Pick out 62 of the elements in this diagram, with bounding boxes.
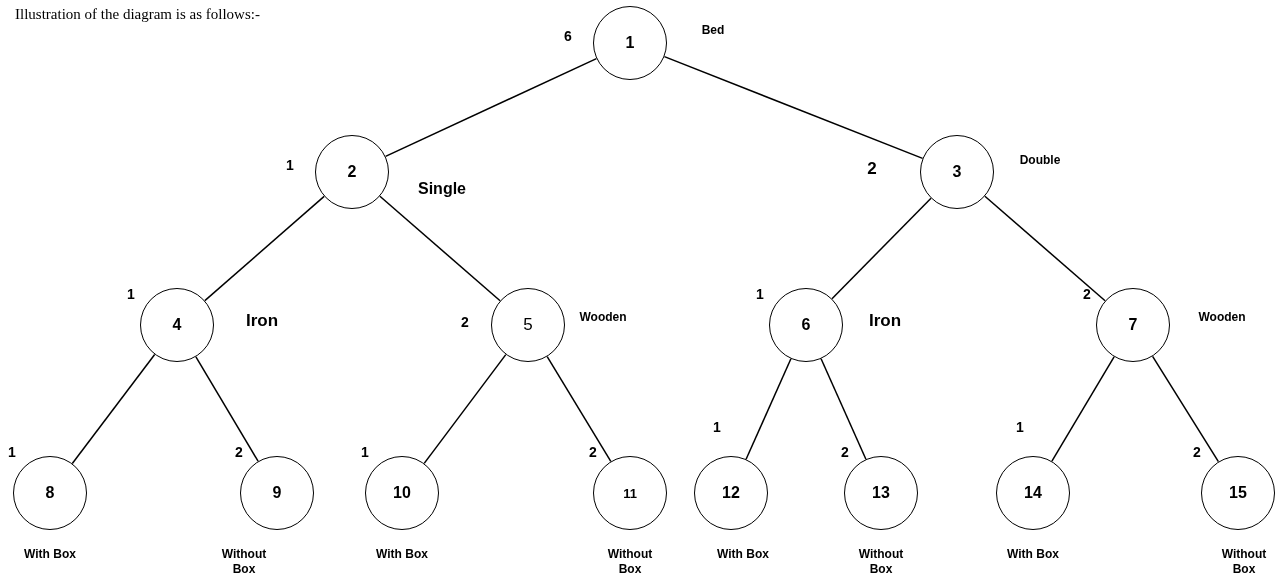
connector-line [831,197,932,300]
count-label: 1 [361,445,369,460]
count-label: 2 [867,161,877,176]
count-label: 1 [1016,420,1024,435]
connector-line [1051,356,1115,462]
node-label: Without Box [857,547,905,577]
connector-line [745,358,792,460]
node-number: 4 [172,316,182,334]
node-label: Wooden [1198,310,1246,325]
connector-line [663,55,924,160]
node-label: Bed [701,23,725,38]
count-label: 1 [756,287,764,302]
node-label: With Box [1006,547,1060,562]
node-label: Wooden [579,310,627,325]
node-number: 3 [952,163,962,181]
count-label: 6 [564,29,572,44]
node-label: Iron [245,313,279,328]
connector-line [204,195,325,302]
node-number: 8 [45,484,55,502]
connector-line [384,57,598,158]
circle-node [920,135,994,209]
node-number: 13 [872,484,890,502]
count-label: 2 [461,315,469,330]
count-label: 2 [1193,445,1201,460]
count-label: 1 [127,287,135,302]
connector-line [820,358,867,460]
node-number: 7 [1128,316,1138,334]
node-label: With Box [23,547,77,562]
count-label: 1 [713,420,721,435]
node-number: 5 [523,315,533,335]
node-label: Single [418,181,466,196]
node-number: 10 [393,484,411,502]
node-label: Iron [868,313,902,328]
node-label: With Box [716,547,770,562]
node-number: 2 [347,163,357,181]
node-number: 6 [801,316,811,334]
count-label: 2 [1083,287,1091,302]
count-label: 2 [841,445,849,460]
count-label: 2 [235,445,243,460]
node-number: 15 [1229,484,1247,502]
node-number: 12 [722,484,740,502]
connector-line [71,353,156,465]
connector-line [984,195,1106,302]
connector-line [546,355,612,463]
node-number: 1 [625,34,635,52]
node-label: Without Box [606,547,654,577]
count-label: 1 [8,445,16,460]
node-label: Without Box [1220,547,1268,577]
connector-line [195,356,259,462]
node-number: 11 [623,485,637,501]
connector-line [423,353,507,465]
count-label: 2 [589,445,597,460]
intro-text: Illustration of the diagram is as follows:- [15,6,260,23]
node-number: 14 [1024,484,1042,502]
node-number: 9 [272,484,282,502]
node-label: With Box [375,547,429,562]
node-label: Without Box [220,547,268,577]
connector-line [379,195,501,302]
circle-node [769,288,843,362]
count-label: 1 [286,158,294,173]
node-label: Double [1019,153,1061,168]
connector-line [1151,355,1220,463]
